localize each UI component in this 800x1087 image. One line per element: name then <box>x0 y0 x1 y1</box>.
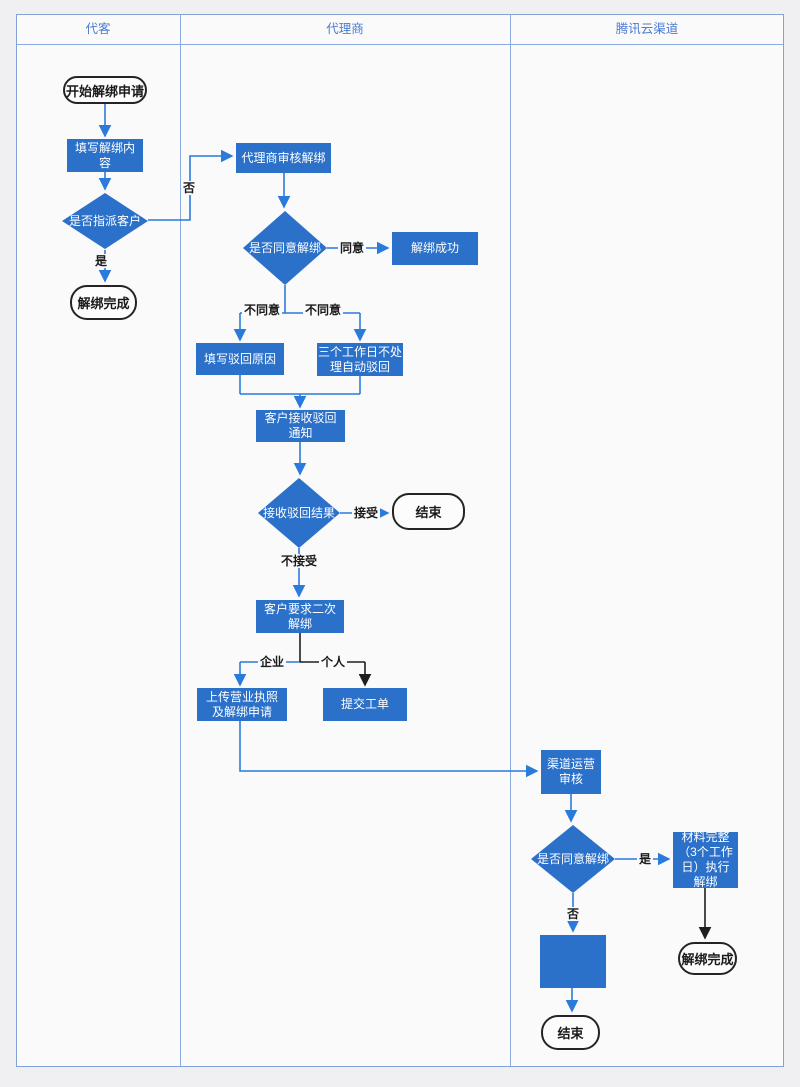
edge-label-disagree-right: 不同意 <box>302 303 344 317</box>
unbind-success-box: 解绑成功 <box>392 232 478 265</box>
unbind-done-right-terminal: 解绑完成 <box>678 942 737 975</box>
lane-title-agent: 代理商 <box>326 22 364 36</box>
receive-reject-notice-box: 客户接收驳回 通知 <box>256 410 345 442</box>
channel-review-box: 渠道运营 审核 <box>541 750 601 794</box>
second-unbind-box: 客户要求二次 解绑 <box>256 600 344 633</box>
unbind-done-left-terminal: 解绑完成 <box>70 285 137 320</box>
header-divider <box>16 44 784 45</box>
edge-label-not-accept: 不接受 <box>278 554 320 568</box>
submit-ticket-box: 提交工单 <box>323 688 407 721</box>
lane-title-tencent-channel: 腾讯云渠道 <box>615 22 679 36</box>
start-node: 开始解绑申请 <box>63 76 147 104</box>
end-accept-terminal: 结束 <box>392 493 465 530</box>
fill-reject-reason-box: 填写驳回原因 <box>196 343 284 375</box>
edge-label-no-channel: 否 <box>564 907 582 921</box>
end-final-terminal: 结束 <box>541 1015 600 1050</box>
edge-label-yes-channel: 是 <box>636 852 654 866</box>
upload-license-box: 上传营业执照 及解绑申请 <box>197 688 287 721</box>
pool-frame <box>16 14 784 1067</box>
edge-label-company: 企业 <box>257 655 287 669</box>
edge-label-no-assign: 否 <box>180 181 198 195</box>
edge-label-agree: 同意 <box>337 241 367 255</box>
agent-review-box: 代理商审核解绑 <box>236 143 331 173</box>
lane-title-customer: 代客 <box>85 22 111 36</box>
edge-label-disagree-left: 不同意 <box>241 303 283 317</box>
lane-divider-1 <box>180 14 181 1066</box>
material-incomplete-box <box>540 935 606 988</box>
edge-label-personal: 个人 <box>318 655 348 669</box>
auto-reject-box: 三个工作日不处 理自动驳回 <box>317 343 403 376</box>
lane-divider-2 <box>510 14 511 1066</box>
edge-label-yes-assign: 是 <box>92 254 110 268</box>
fill-unbind-content-box: 填写解绑内 容 <box>67 139 143 172</box>
edge-label-accept: 接受 <box>351 506 381 520</box>
material-complete-box: 材料完整 （3个工作 日）执行 解绑 <box>673 830 738 889</box>
